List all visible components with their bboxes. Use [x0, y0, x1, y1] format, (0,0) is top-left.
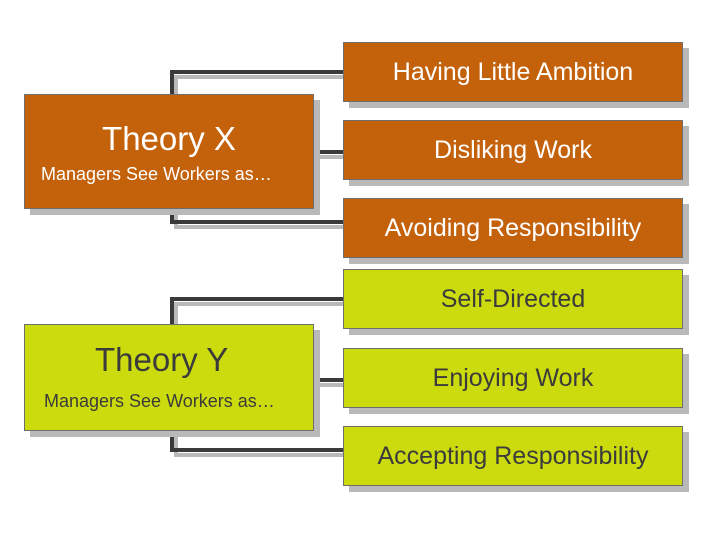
theory-y-title: Theory Y [95, 341, 229, 378]
theory-x-trait-1: Having Little Ambition [343, 42, 683, 102]
theory-y-box: Theory Y Managers See Workers as… [24, 324, 314, 431]
theory-x-trait-2-label: Disliking Work [434, 135, 592, 164]
theory-x-title: Theory X [102, 120, 236, 157]
theory-y-trait-1: Self-Directed [343, 269, 683, 329]
theory-x-subtitle: Managers See Workers as… [41, 164, 272, 184]
theory-y-subtitle: Managers See Workers as… [44, 391, 275, 411]
theory-x-box: Theory X Managers See Workers as… [24, 94, 314, 209]
theory-x-trait-2: Disliking Work [343, 120, 683, 180]
theory-x-trait-3-label: Avoiding Responsibility [384, 213, 642, 242]
theory-y-trait-2-label: Enjoying Work [432, 363, 594, 392]
theory-y-trait-3-label: Accepting Responsibility [377, 441, 649, 470]
theory-y-trait-3: Accepting Responsibility [343, 426, 683, 486]
theory-y-trait-2: Enjoying Work [343, 348, 683, 408]
theory-x-trait-1-label: Having Little Ambition [392, 57, 634, 86]
theory-y-trait-1-label: Self-Directed [440, 284, 586, 313]
theory-y-connectors [170, 297, 349, 457]
theory-x-connectors [170, 70, 349, 229]
theory-x-trait-3: Avoiding Responsibility [343, 198, 683, 258]
